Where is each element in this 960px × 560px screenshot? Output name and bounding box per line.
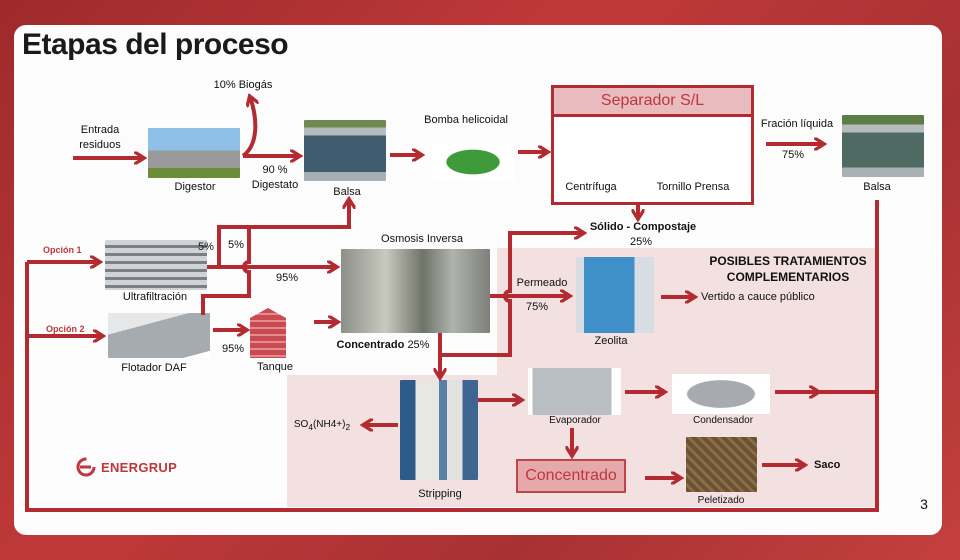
permeado-label: Permeado	[516, 277, 568, 289]
vertido-label: Vertido a cauce público	[701, 291, 815, 303]
biogas-label: 10% Biogás	[213, 79, 273, 91]
pellets-image	[686, 437, 757, 492]
entrada-label-2: residuos	[79, 139, 121, 151]
evaporator-image	[528, 368, 621, 415]
page-title: Etapas del proceso	[22, 28, 289, 61]
stripping-label: Stripping	[418, 488, 462, 500]
entrada-label-1: Entrada	[80, 124, 120, 136]
evaporador-label: Evaporador	[549, 415, 601, 426]
separador-box: Separador S/L	[551, 85, 754, 205]
uf-pct-c: 95%	[275, 272, 299, 284]
flotador-label: Flotador DAF	[121, 362, 187, 374]
zeolite-image	[576, 257, 654, 333]
daf-image	[108, 313, 210, 358]
line-uf-balsa	[217, 200, 349, 267]
ultrafiltration-image	[105, 240, 207, 290]
saco-label: Saco	[814, 459, 841, 471]
concentrado-pct: 25%	[407, 339, 430, 351]
separador-header: Separador S/L	[554, 88, 751, 117]
line-daf-balsa	[201, 227, 251, 315]
solido-pct: 25%	[629, 236, 653, 248]
balsa-image	[304, 120, 386, 181]
pump-image	[432, 143, 514, 181]
energrup-logo: ENERGRUP	[76, 456, 177, 478]
uf-pct-b: 5%	[228, 239, 244, 251]
digestato-label: Digestato	[251, 179, 299, 191]
reverse-osmosis-image	[341, 249, 490, 333]
sulfato-mid: (NH4+)	[312, 419, 346, 430]
opcion1-label: Opción 1	[43, 245, 82, 255]
sulfato-label: SO4(NH4+)2	[294, 419, 350, 432]
fraccion-label: Fración líquida	[760, 118, 834, 130]
balsa-2-label: Balsa	[863, 181, 891, 193]
tanque-label: Tanque	[256, 361, 294, 373]
concentrado-osmosis: Concentrado 25%	[337, 339, 430, 351]
tank-image	[250, 308, 286, 358]
complementary-area	[497, 248, 878, 375]
sulfato-sub1: 4	[308, 422, 313, 432]
digestato-pct: 90 %	[262, 164, 288, 176]
sulfato-sub2: 2	[345, 422, 351, 432]
peletizado-label: Peletizado	[697, 495, 745, 506]
zeolita-label: Zeolita	[594, 335, 628, 347]
concentrado-box: Concentrado	[516, 459, 626, 493]
centrifuga-label: Centrífuga	[565, 181, 617, 193]
line-return	[25, 200, 879, 512]
digestor-label: Digestor	[174, 181, 216, 193]
solido-label: Sólido - Compostaje	[589, 221, 697, 233]
balsa-label: Balsa	[333, 186, 361, 198]
condenser-image	[672, 374, 770, 414]
posibles-title-2: COMPLEMENTARIOS	[726, 270, 850, 284]
condensador-label: Condensador	[692, 415, 754, 426]
energrup-logo-icon	[76, 457, 96, 477]
permeado-pct: 75%	[525, 301, 549, 313]
concentrado-label: Concentrado	[336, 339, 405, 351]
stripping-image	[400, 380, 478, 480]
balsa-2-image	[842, 115, 924, 177]
sulfato-text: SO	[293, 419, 309, 430]
uf-pct-a: 5%	[198, 241, 214, 253]
ultrafiltracion-label: Ultrafiltración	[122, 291, 188, 303]
osmosis-label: Osmosis Inversa	[381, 233, 463, 245]
fraccion-pct: 75%	[781, 149, 805, 161]
daf-pct: 95%	[221, 343, 245, 355]
posibles-title-1: POSIBLES TRATAMIENTOS	[709, 254, 867, 268]
page-number: 3	[920, 496, 928, 512]
arrow-biogas	[241, 97, 255, 158]
digestor-image	[148, 128, 240, 178]
opcion2-label: Opción 2	[46, 324, 85, 334]
tornillo-label: Tornillo Prensa	[656, 181, 730, 193]
bomba-label: Bomba helicoidal	[424, 114, 508, 126]
energrup-logo-text: ENERGRUP	[101, 459, 178, 475]
